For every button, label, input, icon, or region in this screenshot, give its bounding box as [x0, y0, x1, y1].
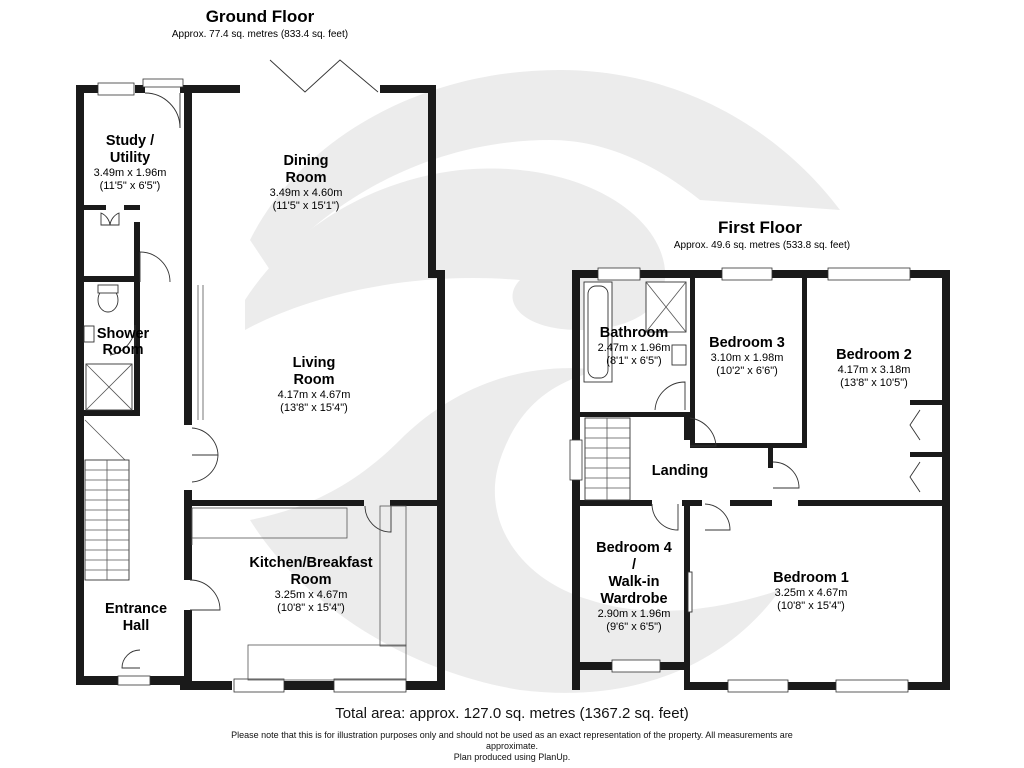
- watermark-logo: [245, 70, 840, 693]
- room-dimensions: 3.10m x 1.98m: [711, 352, 784, 364]
- room-label-dining: Dining Room 3.49m x 4.60m (11'5" x 15'1"…: [270, 153, 343, 212]
- room-label-bathroom: Bathroom 2.47m x 1.96m (8'1" x 6'5"): [598, 325, 671, 367]
- room-label-bedroom4: Bedroom 4 / Walk-in Wardrobe 2.90m x 1.9…: [596, 540, 672, 633]
- room-dimensions: 4.17m x 4.67m: [278, 389, 351, 401]
- room-name: Room: [285, 170, 326, 186]
- disclaimer: Please note that this is for illustratio…: [180, 730, 844, 763]
- room-dimensions: 3.25m x 4.67m: [775, 587, 848, 599]
- room-dimensions-imperial: (10'8" x 15'4"): [277, 602, 345, 614]
- first-floor-title: First Floor: [718, 218, 802, 237]
- room-dimensions-imperial: (11'5" x 15'1"): [273, 200, 340, 212]
- room-name: Hall: [123, 618, 150, 634]
- room-dimensions-imperial: (10'2" x 6'6"): [716, 365, 778, 377]
- room-dimensions: 3.25m x 4.67m: [275, 589, 348, 601]
- room-name: Bedroom 4: [596, 540, 672, 556]
- room-name: Kitchen/Breakfast: [249, 555, 372, 571]
- room-name: Walk-in: [608, 574, 659, 590]
- room-dimensions: 3.49m x 1.96m: [94, 167, 167, 179]
- room-name: Landing: [652, 463, 708, 479]
- room-name: Living: [293, 355, 336, 371]
- total-area: Total area: approx. 127.0 sq. metres (13…: [335, 705, 689, 722]
- room-name: Bathroom: [600, 325, 668, 341]
- room-name: Dining: [283, 153, 328, 169]
- room-dimensions-imperial: (13'8" x 10'5"): [840, 377, 908, 389]
- room-label-study: Study / Utility 3.49m x 1.96m (11'5" x 6…: [94, 133, 167, 192]
- room-dimensions-imperial: (9'6" x 6'5"): [606, 621, 661, 633]
- room-dimensions-imperial: (10'8" x 15'4"): [777, 600, 845, 612]
- room-dimensions: 2.90m x 1.96m: [598, 608, 671, 620]
- room-label-living: Living Room 4.17m x 4.67m (13'8" x 15'4"…: [278, 355, 351, 414]
- room-dimensions: 3.49m x 4.60m: [270, 187, 343, 199]
- room-label-bedroom2: Bedroom 2 4.17m x 3.18m (13'8" x 10'5"): [836, 347, 912, 389]
- ground-floor-area: Approx. 77.4 sq. metres (833.4 sq. feet): [172, 29, 348, 40]
- disclaimer-line: Please note that this is for illustratio…: [231, 730, 793, 740]
- room-name: Wardrobe: [600, 591, 667, 607]
- room-label-bedroom1: Bedroom 1 3.25m x 4.67m (10'8" x 15'4"): [773, 570, 849, 612]
- first-floor-area: Approx. 49.6 sq. metres (533.8 sq. feet): [674, 240, 850, 251]
- room-dimensions: 2.47m x 1.96m: [598, 342, 671, 354]
- room-name: Shower: [97, 326, 150, 342]
- room-name: Room: [290, 572, 331, 588]
- room-dimensions-imperial: (11'5" x 6'5"): [100, 180, 161, 192]
- room-name: Bedroom 3: [709, 335, 785, 351]
- room-name: Bedroom 1: [773, 570, 849, 586]
- room-name: Utility: [110, 150, 150, 166]
- room-name: Bedroom 2: [836, 347, 912, 363]
- ground-floor-title: Ground Floor: [206, 7, 315, 26]
- room-dimensions-imperial: (8'1" x 6'5"): [606, 355, 661, 367]
- credit-line: Plan produced using PlanUp.: [453, 752, 571, 762]
- room-name: /: [632, 557, 636, 573]
- room-dimensions-imperial: (13'8" x 15'4"): [280, 402, 348, 414]
- room-label-landing: Landing: [652, 463, 708, 479]
- ground-floor-walls: [76, 85, 445, 690]
- room-name: Room: [293, 372, 334, 388]
- room-dimensions: 4.17m x 3.18m: [838, 364, 911, 376]
- ground-floor-fixtures: [83, 59, 407, 693]
- room-name: Entrance: [105, 601, 167, 617]
- room-label-kitchen: Kitchen/Breakfast Room 3.25m x 4.67m (10…: [249, 555, 372, 614]
- disclaimer-line: approximate.: [485, 741, 539, 751]
- room-label-bedroom3: Bedroom 3 3.10m x 1.98m (10'2" x 6'6"): [709, 335, 785, 377]
- first-floor-fixtures: [569, 267, 921, 693]
- room-label-shower: Shower Room: [97, 326, 150, 358]
- room-label-hall: Entrance Hall: [105, 601, 167, 634]
- room-name: Study /: [106, 133, 154, 149]
- room-name: Room: [102, 342, 143, 358]
